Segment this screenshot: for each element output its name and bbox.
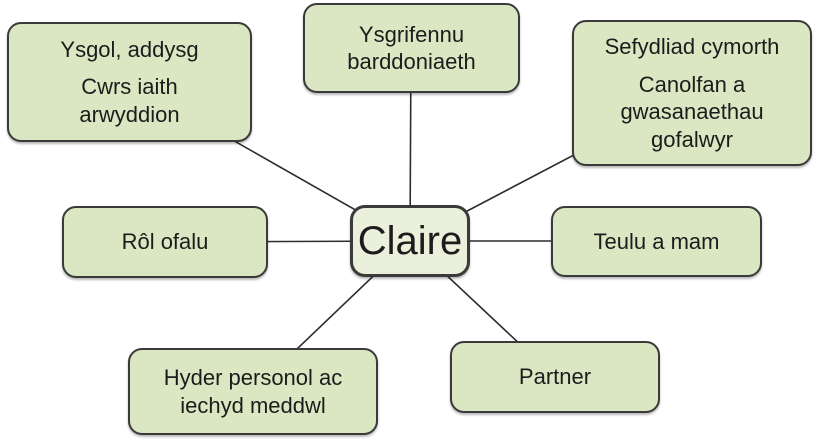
node-hyder-personol: Hyder personol ac iechyd meddwl [128, 348, 378, 435]
node-label: Ysgrifennu barddoniaeth [347, 21, 476, 75]
node-ysgrifennu-barddoniaeth: Ysgrifennu barddoniaeth [303, 3, 520, 93]
node-label: Rôl ofalu [121, 229, 209, 255]
node-label: Teulu a mam [593, 228, 720, 254]
node-teulu-a-mam: Teulu a mam [551, 206, 762, 277]
node-rol-ofalu: Rôl ofalu [62, 206, 268, 278]
center-node-label: Claire [357, 219, 463, 263]
node-label-secondary: Cwrs iaith arwyddion [79, 74, 180, 127]
node-partner: Partner [450, 341, 660, 413]
node-label: Ysgol, addysg [60, 36, 199, 62]
node-label: Partner [518, 364, 592, 390]
node-ysgol-addysg: Ysgol, addysg Cwrs iaith arwyddion [7, 22, 252, 142]
node-label: Sefydliad cymorth [604, 34, 780, 59]
node-label: Hyder personol ac iechyd meddwl [163, 365, 343, 418]
node-claire-center: Claire [350, 205, 470, 277]
node-sefydliad-cymorth: Sefydliad cymorth Canolfan a gwasanaetha… [572, 20, 812, 166]
node-label-secondary: Canolfan a gwasanaethau gofalwyr [620, 71, 764, 152]
